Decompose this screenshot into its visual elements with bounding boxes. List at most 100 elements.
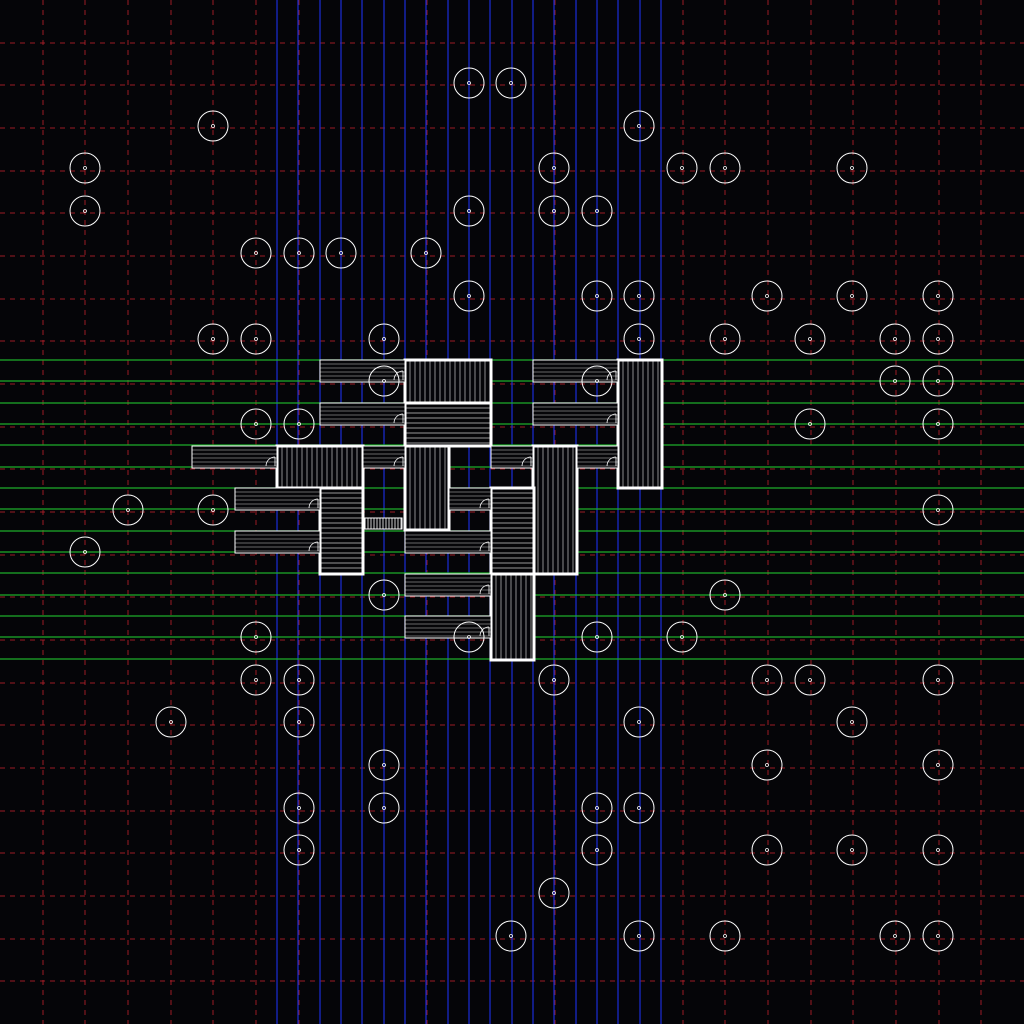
tree-marker [581, 834, 613, 866]
tree-marker [623, 280, 655, 312]
tree-trunk [637, 124, 641, 128]
tree-canopy [368, 579, 400, 611]
terrace-module [532, 402, 619, 426]
tree-marker [538, 664, 570, 696]
tree-marker [453, 621, 485, 653]
tree-marker [879, 920, 911, 952]
tree-marker [69, 536, 101, 568]
tree-canopy [453, 67, 485, 99]
tree-canopy [240, 408, 272, 440]
tree-trunk [637, 806, 641, 810]
house-module [318, 486, 365, 576]
tree-canopy [794, 408, 826, 440]
tree-marker [581, 280, 613, 312]
tree-marker [368, 323, 400, 355]
door-swing [521, 456, 532, 467]
tree-trunk [936, 337, 940, 341]
tree-trunk [936, 508, 940, 512]
tree-marker [538, 152, 570, 184]
tree-marker [623, 110, 655, 142]
tree-trunk [936, 379, 940, 383]
tree-trunk [467, 209, 471, 213]
tree-canopy [623, 110, 655, 142]
tree-trunk [339, 251, 343, 255]
tree-canopy [709, 579, 741, 611]
tree-marker [922, 749, 954, 781]
tree-trunk [297, 720, 301, 724]
terrace-fill [192, 446, 277, 468]
house-module [489, 486, 536, 576]
tree-canopy [453, 195, 485, 227]
house-module [403, 444, 451, 532]
terrace-module [532, 359, 619, 383]
house-module [531, 444, 579, 576]
tree-canopy [197, 494, 229, 526]
tree-trunk [382, 337, 386, 341]
tree-trunk [595, 635, 599, 639]
tree-marker [709, 323, 741, 355]
door-swing [393, 413, 404, 424]
tree-canopy [922, 920, 954, 952]
tree-trunk [211, 124, 215, 128]
tree-marker [283, 792, 315, 824]
tree-canopy [240, 323, 272, 355]
tree-canopy [368, 792, 400, 824]
tree-canopy [922, 408, 954, 440]
tree-marker [879, 323, 911, 355]
tree-trunk [297, 678, 301, 682]
tree-trunk [765, 848, 769, 852]
tree-trunk [936, 678, 940, 682]
tree-canopy [922, 749, 954, 781]
tree-canopy [922, 664, 954, 696]
tree-marker [325, 237, 357, 269]
tree-trunk [552, 891, 556, 895]
terrace-module [319, 402, 406, 426]
tree-marker [368, 579, 400, 611]
tree-canopy [368, 749, 400, 781]
terrace-outline [319, 359, 406, 383]
tree-trunk [808, 422, 812, 426]
house-module [616, 358, 664, 490]
tree-marker [922, 834, 954, 866]
terrace-outline [404, 615, 492, 639]
terrace-module [490, 445, 534, 469]
tree-marker [155, 706, 187, 738]
tree-trunk [424, 251, 428, 255]
tree-canopy [69, 536, 101, 568]
tree-canopy [538, 664, 570, 696]
tree-canopy [581, 834, 613, 866]
tree-markers [69, 67, 954, 952]
tree-marker [922, 920, 954, 952]
tree-marker [283, 237, 315, 269]
tree-trunk [637, 294, 641, 298]
tree-marker [751, 280, 783, 312]
terrace-outline [191, 445, 278, 469]
tree-trunk [83, 209, 87, 213]
tree-trunk [169, 720, 173, 724]
door-swing [393, 456, 404, 467]
tree-canopy [709, 152, 741, 184]
tree-marker [922, 280, 954, 312]
tree-trunk [297, 422, 301, 426]
tree-marker [623, 706, 655, 738]
terrace-outline [532, 359, 619, 383]
terrace-fill [363, 446, 405, 468]
house-fill [405, 446, 449, 530]
tree-canopy [709, 323, 741, 355]
tree-trunk [83, 550, 87, 554]
tree-marker [794, 664, 826, 696]
tree-canopy [197, 323, 229, 355]
tree-canopy [197, 110, 229, 142]
tree-marker [666, 152, 698, 184]
tree-trunk [595, 806, 599, 810]
house-fill [618, 360, 662, 488]
tree-canopy [879, 920, 911, 952]
terrace-outline [448, 487, 492, 511]
terrace-outline [234, 530, 321, 554]
tree-trunk [254, 678, 258, 682]
terrace-module [234, 530, 321, 554]
door-swing [265, 456, 276, 467]
terrace-fill [405, 616, 491, 638]
tree-canopy [666, 152, 698, 184]
tree-trunk [382, 593, 386, 597]
